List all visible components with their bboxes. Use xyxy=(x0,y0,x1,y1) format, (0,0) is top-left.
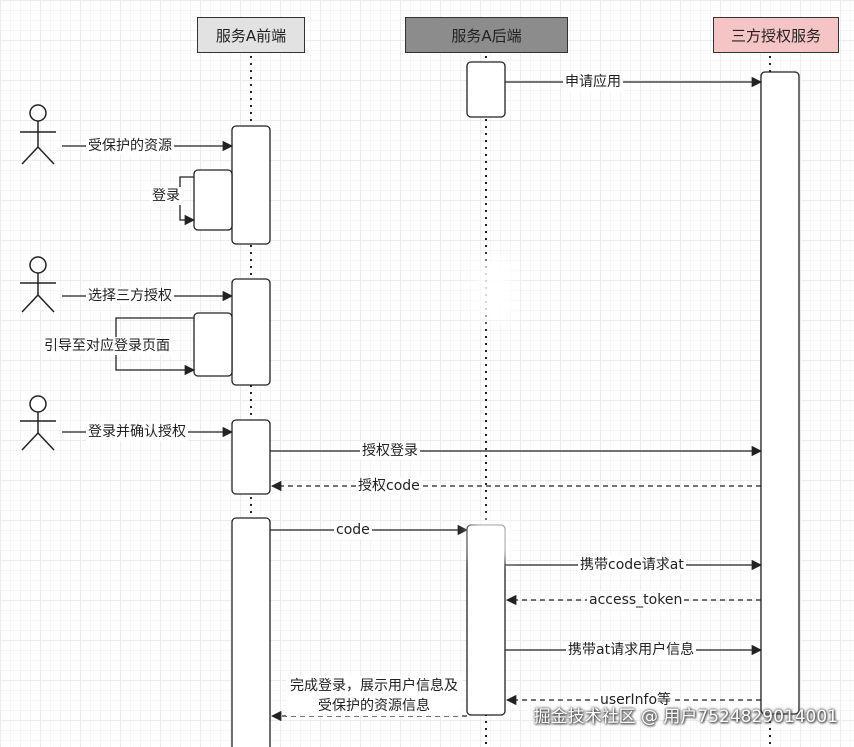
label-carry-at: 携带at请求用户信息 xyxy=(566,641,697,659)
label-code: code xyxy=(334,521,372,539)
user-actor-3 xyxy=(20,395,56,451)
frontend-activation-3 xyxy=(231,419,271,495)
blur-patch xyxy=(470,520,510,560)
participant-frontend: 服务A前端 xyxy=(197,17,305,53)
frontend-activation-1 xyxy=(231,125,271,245)
label-apply: 申请应用 xyxy=(563,73,623,91)
label-userinfo: userInfo等 xyxy=(598,691,674,709)
label-redirect: 引导至对应登录页面 xyxy=(42,337,172,355)
label-protected-resource: 受保护的资源 xyxy=(86,137,174,155)
backend-activation-1 xyxy=(466,61,506,118)
frontend-activation-4 xyxy=(231,517,271,747)
frontend-self-activation-1 xyxy=(193,169,233,231)
label-confirm-auth: 登录并确认授权 xyxy=(86,423,188,441)
frontend-activation-2 xyxy=(231,278,271,386)
user-actor-2 xyxy=(20,256,56,313)
auth-activation xyxy=(760,71,800,715)
label-auth-code: 授权code xyxy=(356,477,422,495)
label-auth-login: 授权登录 xyxy=(360,442,420,460)
participant-backend: 服务A后端 xyxy=(405,17,568,53)
label-choose-auth: 选择三方授权 xyxy=(86,287,174,305)
label-finish: 完成登录，展示用户信息及受保护的资源信息 xyxy=(286,676,462,716)
blur-patch xyxy=(476,260,512,320)
frontend-self-activation-2 xyxy=(193,312,233,377)
watermark: 掘金技术社区 @ 用户7524829014001 xyxy=(533,707,838,727)
user-actor-1 xyxy=(20,104,56,165)
label-login: 登录 xyxy=(150,187,182,205)
label-access-token: access_token xyxy=(587,591,685,609)
login-self-arrow xyxy=(179,176,196,226)
participant-auth-service: 三方授权服务 xyxy=(713,17,839,53)
label-carry-code: 携带code请求at xyxy=(578,556,686,574)
